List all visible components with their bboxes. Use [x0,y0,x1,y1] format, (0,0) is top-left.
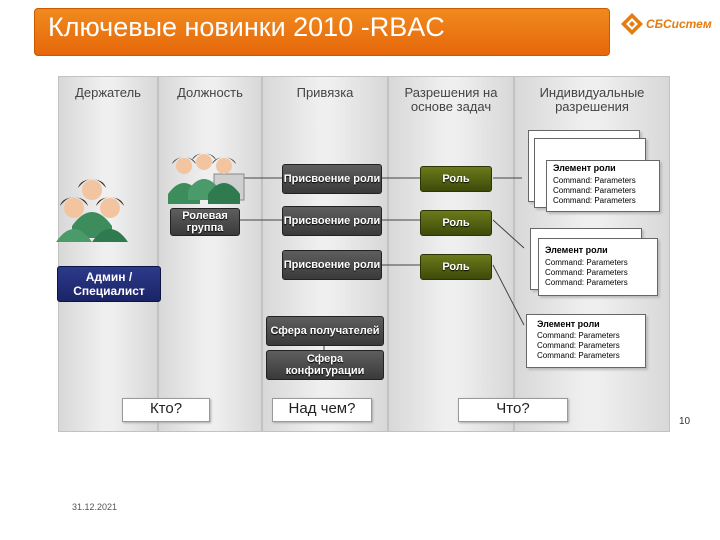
role-entry-line: Command: Parameters [545,278,628,287]
role-entry-line: Command: Parameters [553,176,636,185]
title-banner [34,8,610,56]
role-entry-line: Command: Parameters [553,196,636,205]
question-who: Кто? [122,398,210,422]
role-entry-line: Command: Parameters [545,258,628,267]
logo-text: СБСистем [646,17,712,31]
role-assignment-3: Присвоение роли [282,250,382,280]
column-header-position: Должность [177,85,243,100]
column-header-task-permissions: Разрешения на основе задач [404,85,498,114]
role-assignment-2: Присвоение роли [282,206,382,236]
column-holder-bg [58,76,158,432]
role-entry-title: Элемент роли [537,319,600,329]
role-entry-line: Command: Parameters [537,351,620,360]
role-entry-card: Элемент роли Command: Parameters Command… [526,314,646,368]
role-entry-line: Command: Parameters [553,186,636,195]
role-2: Роль [420,210,492,236]
role-group-label: Ролевая группа [170,208,240,236]
role-entry-line: Command: Parameters [537,331,620,340]
role-entry-line: Command: Parameters [545,268,628,277]
people-group-icon [168,153,245,204]
role-entry-title: Элемент роли [545,245,608,255]
page-title: Ключевые новинки 2010 -RBAC [48,12,445,42]
logo-mark-icon [621,13,643,35]
company-logo: СБСистем [620,12,712,40]
role-entry-card: Элемент роли Command: Parameters Command… [546,160,660,212]
scope-recipients: Сфера получателей [266,316,384,346]
page-number: 10 [679,416,691,427]
column-header-individual-permissions: Индивидуальные разрешения [539,85,645,114]
column-position-bg [158,76,262,432]
column-header-binding: Привязка [296,85,354,100]
scope-configuration: Сфера конфигурации [266,350,384,380]
role-entry-card: Элемент роли Command: Parameters Command… [538,238,658,296]
holder-people-icon [56,179,128,242]
question-what: Что? [458,398,568,422]
role-3: Роль [420,254,492,280]
column-header-holder: Держатель [75,85,141,100]
role-1: Роль [420,166,492,192]
question-what-on: Над чем? [272,398,372,422]
admin-specialist-label: Админ / Специалист [57,266,161,302]
footer-date: 31.12.2021 [72,502,118,512]
role-entry-line: Command: Parameters [537,341,620,350]
role-entry-title: Элемент роли [553,163,616,173]
role-assignment-1: Присвоение роли [282,164,382,194]
